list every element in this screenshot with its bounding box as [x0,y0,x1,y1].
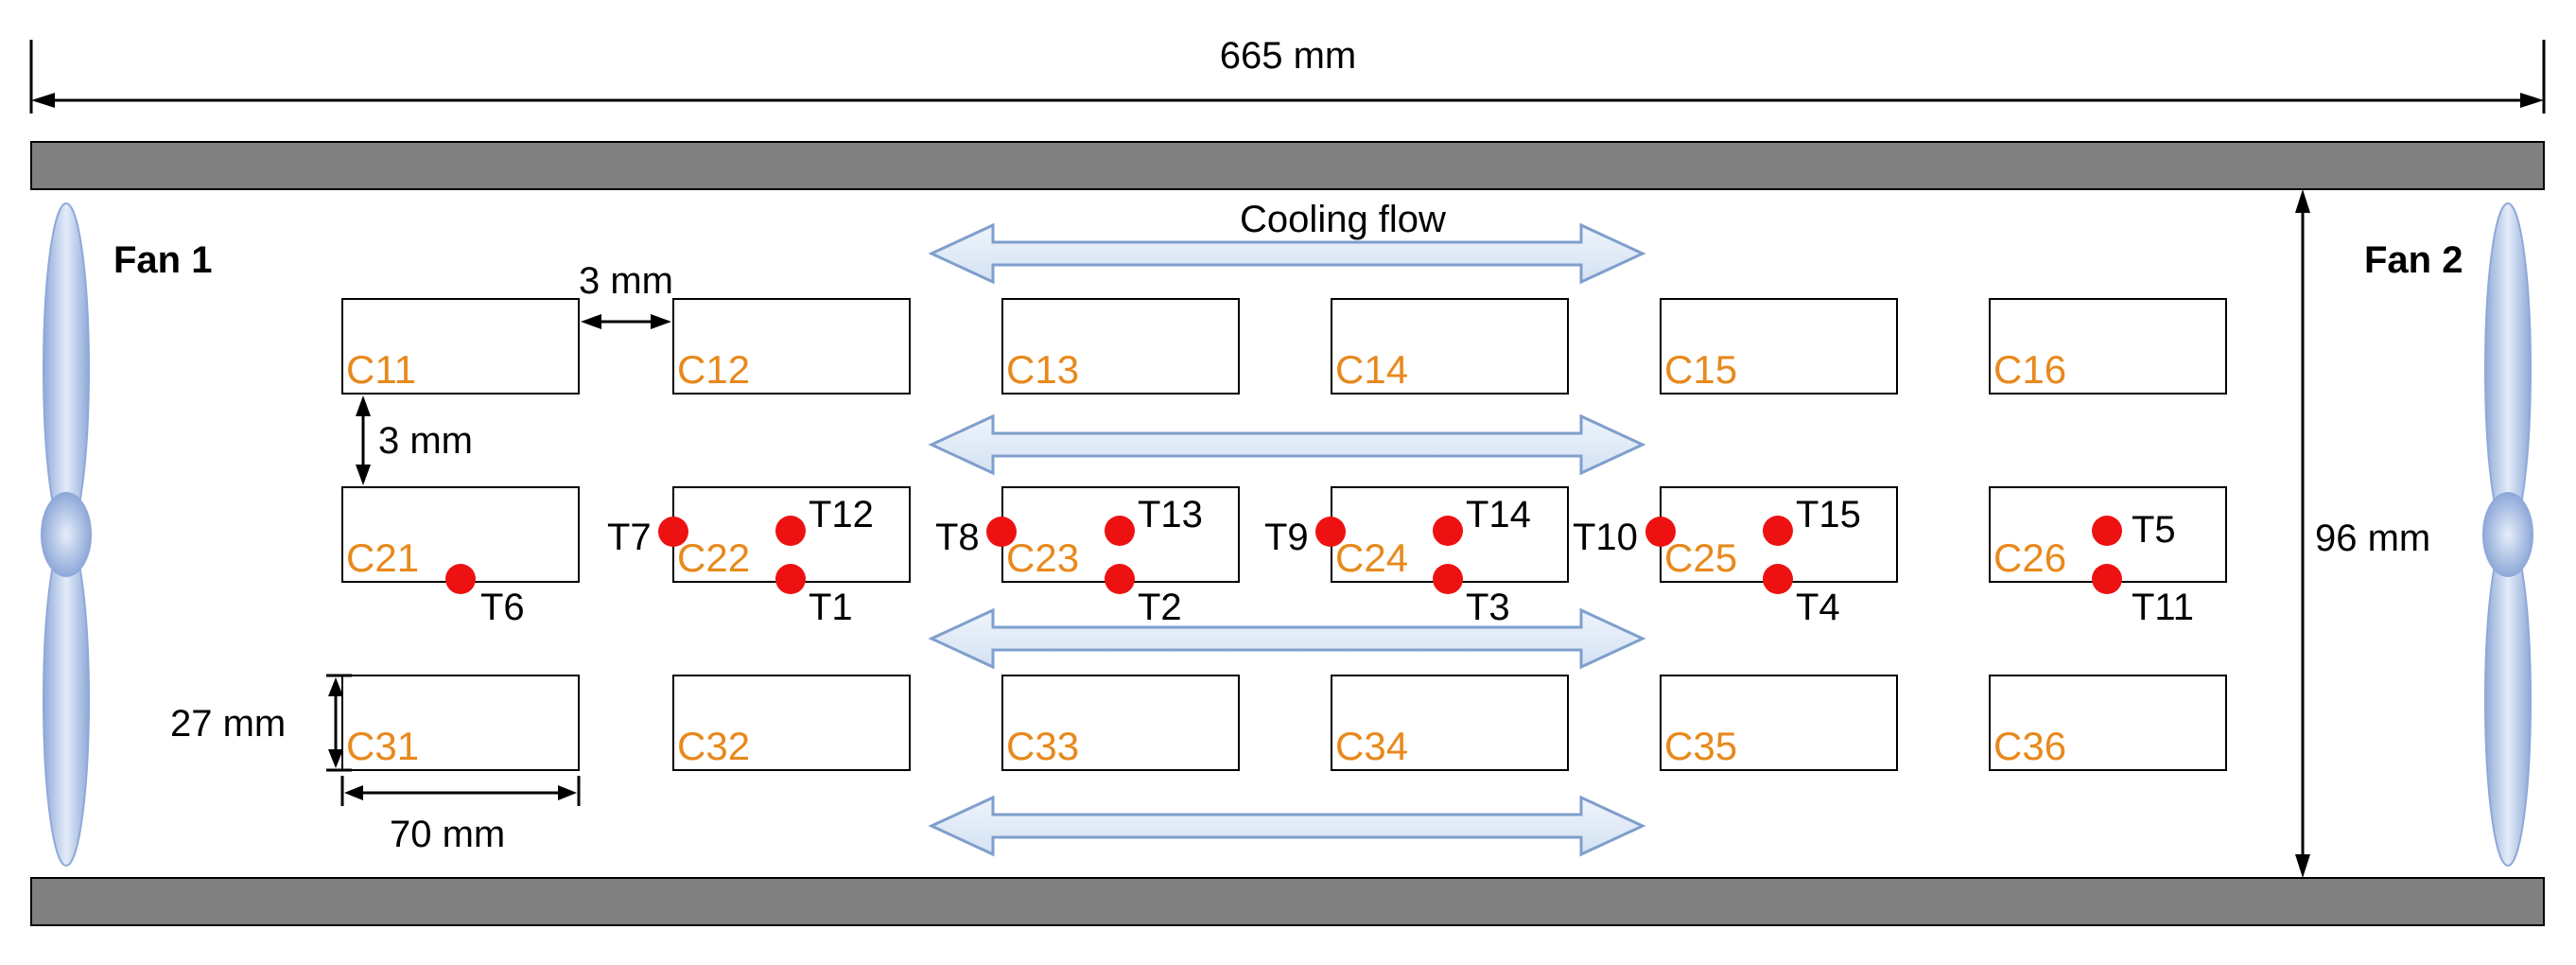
cell-label: C11 [346,347,416,392]
cell-c11 [341,298,580,395]
cell-label: C24 [1335,535,1408,580]
cell-label: C32 [677,724,750,768]
sensor-t4-label: T4 [1796,587,1840,628]
cell-c15 [1660,298,1898,395]
cell-label: C13 [1006,347,1079,392]
vertical-gap-label: 3 mm [378,420,473,462]
cell-c14 [1331,298,1569,395]
cell-label: C34 [1335,724,1408,768]
sensor-t11-label: T11 [2132,587,2194,628]
sensor-t11-dot [2092,564,2122,594]
cell-c13 [1001,298,1240,395]
cell-label: C23 [1006,535,1079,580]
cell-c33 [1001,675,1240,771]
cell-label: C12 [677,347,750,392]
sensor-t6-label: T6 [480,587,525,628]
cell-label: C31 [346,724,419,768]
cell-c12 [672,298,911,395]
top-wall [30,141,2545,190]
sensor-t3-label: T3 [1466,587,1510,628]
sensor-t5-dot [2092,516,2122,546]
cell-c16 [1989,298,2227,395]
cell-row-2: C21 C22 C23 C24 C25 C26 [341,486,2227,583]
cooling-flow-arrow-1 [928,222,1646,285]
cell-label: C22 [677,535,750,580]
sensor-t9-dot [1315,517,1346,547]
horizontal-gap-label: 3 mm [579,260,673,302]
cell-height-label: 27 mm [170,703,286,745]
cell-c36 [1989,675,2227,771]
cooling-flow-label: Cooling flow [1240,199,1446,240]
cell-label: C36 [1993,724,2066,768]
fan-1-label: Fan 1 [113,239,212,281]
cell-label: C26 [1993,535,2066,580]
vertical-gap-dimension: 3 mm [356,395,473,485]
sensor-t4-dot [1763,564,1793,594]
sensor-t10-dot [1645,517,1676,547]
bottom-wall [30,877,2545,926]
sensor-t13-label: T13 [1138,494,1203,535]
total-width-label: 665 mm [1220,35,1357,77]
cell-row-1: C11 C12 C13 C14 C15 C16 [341,298,2227,395]
cell-c31 [341,675,580,771]
sensor-t8-label: T8 [935,517,980,558]
fan-1-icon [41,202,92,867]
cell-c35 [1660,675,1898,771]
cell-c34 [1331,675,1569,771]
cooling-flow-arrow-4 [928,795,1646,857]
temperature-sensors: T6 T7 T12 T1 T8 T13 T2 T9 T14 T3 T10 T15… [445,494,2194,628]
fan-2-label: Fan 2 [2364,239,2463,281]
sensor-t1-label: T1 [809,587,853,628]
sensor-t12-label: T12 [809,494,874,535]
sensor-t13-dot [1105,516,1135,546]
total-width-dimension: 665 mm [29,35,2546,114]
sensor-t7-dot [658,517,688,547]
cooling-flow-arrow-3 [928,607,1646,670]
cell-width-label: 70 mm [390,814,505,855]
cell-height-dimension: 27 mm [170,674,352,772]
cell-label: C16 [1993,347,2066,392]
sensor-t15-dot [1763,516,1793,546]
cell-label: C21 [346,535,419,580]
cell-label: C35 [1664,724,1737,768]
cell-row-3: C31 C32 C33 C34 C35 C36 [341,675,2227,771]
sensor-t10-label: T10 [1573,517,1638,558]
sensor-t8-dot [986,517,1017,547]
sensor-t5-label: T5 [2132,509,2176,551]
sensor-t12-dot [775,516,806,546]
sensor-t7-label: T7 [607,517,652,558]
sensor-t1-dot [775,564,806,594]
sensor-t3-dot [1433,564,1463,594]
fan-2-icon [2482,202,2533,867]
cooling-flow-arrow-2 [928,413,1646,476]
sensor-t9-label: T9 [1264,517,1309,558]
sensor-t2-label: T2 [1138,587,1182,628]
height-dimension: 96 mm [2295,189,2430,878]
height-label: 96 mm [2315,518,2430,559]
cell-width-dimension: 70 mm [340,776,581,855]
sensor-t14-dot [1433,516,1463,546]
cell-c32 [672,675,911,771]
sensor-t6-dot [445,564,476,594]
cell-label: C15 [1664,347,1737,392]
cell-label: C33 [1006,724,1079,768]
sensor-t14-label: T14 [1466,494,1531,535]
cell-label: C14 [1335,347,1408,392]
cell-label: C25 [1664,535,1737,580]
horizontal-gap-dimension: 3 mm [579,260,673,329]
sensor-t15-label: T15 [1796,494,1861,535]
sensor-t2-dot [1105,564,1135,594]
